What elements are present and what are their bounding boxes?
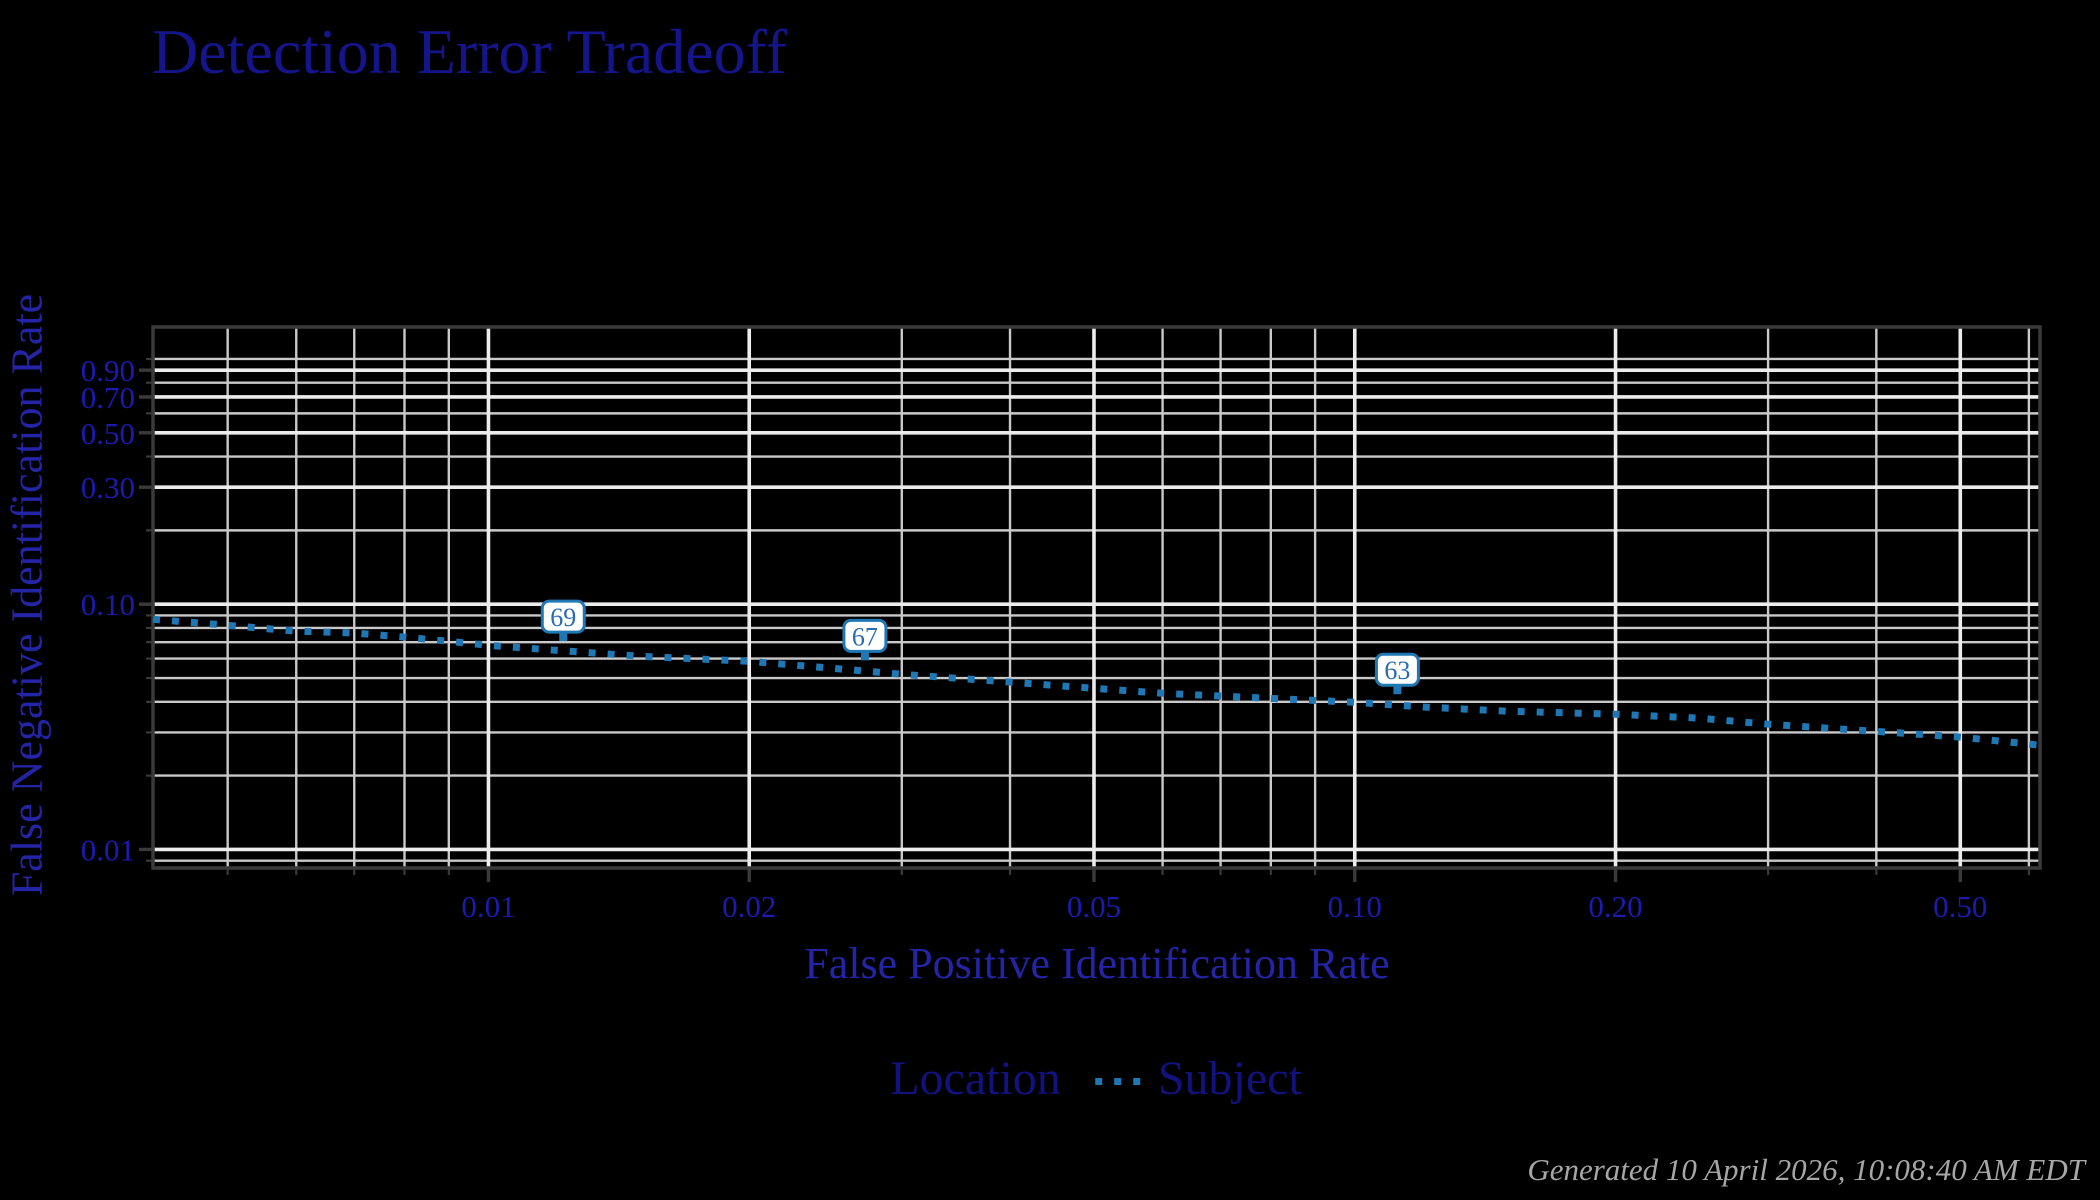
y-tick-label: 0.01: [81, 832, 135, 867]
annotation-marker: [860, 652, 869, 661]
annotation-label: 63: [1384, 656, 1410, 685]
annotation-label: 67: [852, 622, 878, 651]
dotted-line-icon: [1094, 1078, 1140, 1085]
annotation-callout: [540, 599, 586, 634]
y-tick-label: 0.50: [81, 416, 135, 451]
annotation-marker: [559, 633, 568, 642]
plot-border: [151, 325, 2042, 870]
x-tick-label: 0.10: [1328, 889, 1382, 924]
annotation-callout: [842, 618, 888, 653]
chart-title: Detection Error Tradeoff: [152, 16, 788, 87]
x-tick-label: 0.02: [722, 889, 776, 924]
det-curve-subject: [152, 615, 2041, 749]
annotation-callout: [1374, 652, 1420, 687]
y-tick-label: 0.10: [81, 587, 135, 622]
y-tick-label: 0.70: [81, 380, 135, 415]
x-tick-label: 0.01: [461, 889, 515, 924]
x-axis-title: False Positive Identification Rate: [804, 939, 1390, 988]
x-tick-label: 0.05: [1067, 889, 1121, 924]
x-tick-label: 0.20: [1588, 889, 1642, 924]
legend-title: Location: [890, 1052, 1061, 1105]
legend-item-subject: Subject: [1157, 1052, 1302, 1105]
y-tick-label: 0.30: [81, 470, 135, 505]
annotation-label: 69: [550, 603, 576, 632]
legend: Location Subject: [890, 1051, 1302, 1106]
y-tick-label: 0.90: [81, 353, 135, 388]
annotation-marker: [1393, 686, 1402, 695]
generated-timestamp: Generated 10 April 2026, 10:08:40 AM EDT: [1527, 1152, 2085, 1187]
x-tick-label: 0.50: [1933, 889, 1987, 924]
